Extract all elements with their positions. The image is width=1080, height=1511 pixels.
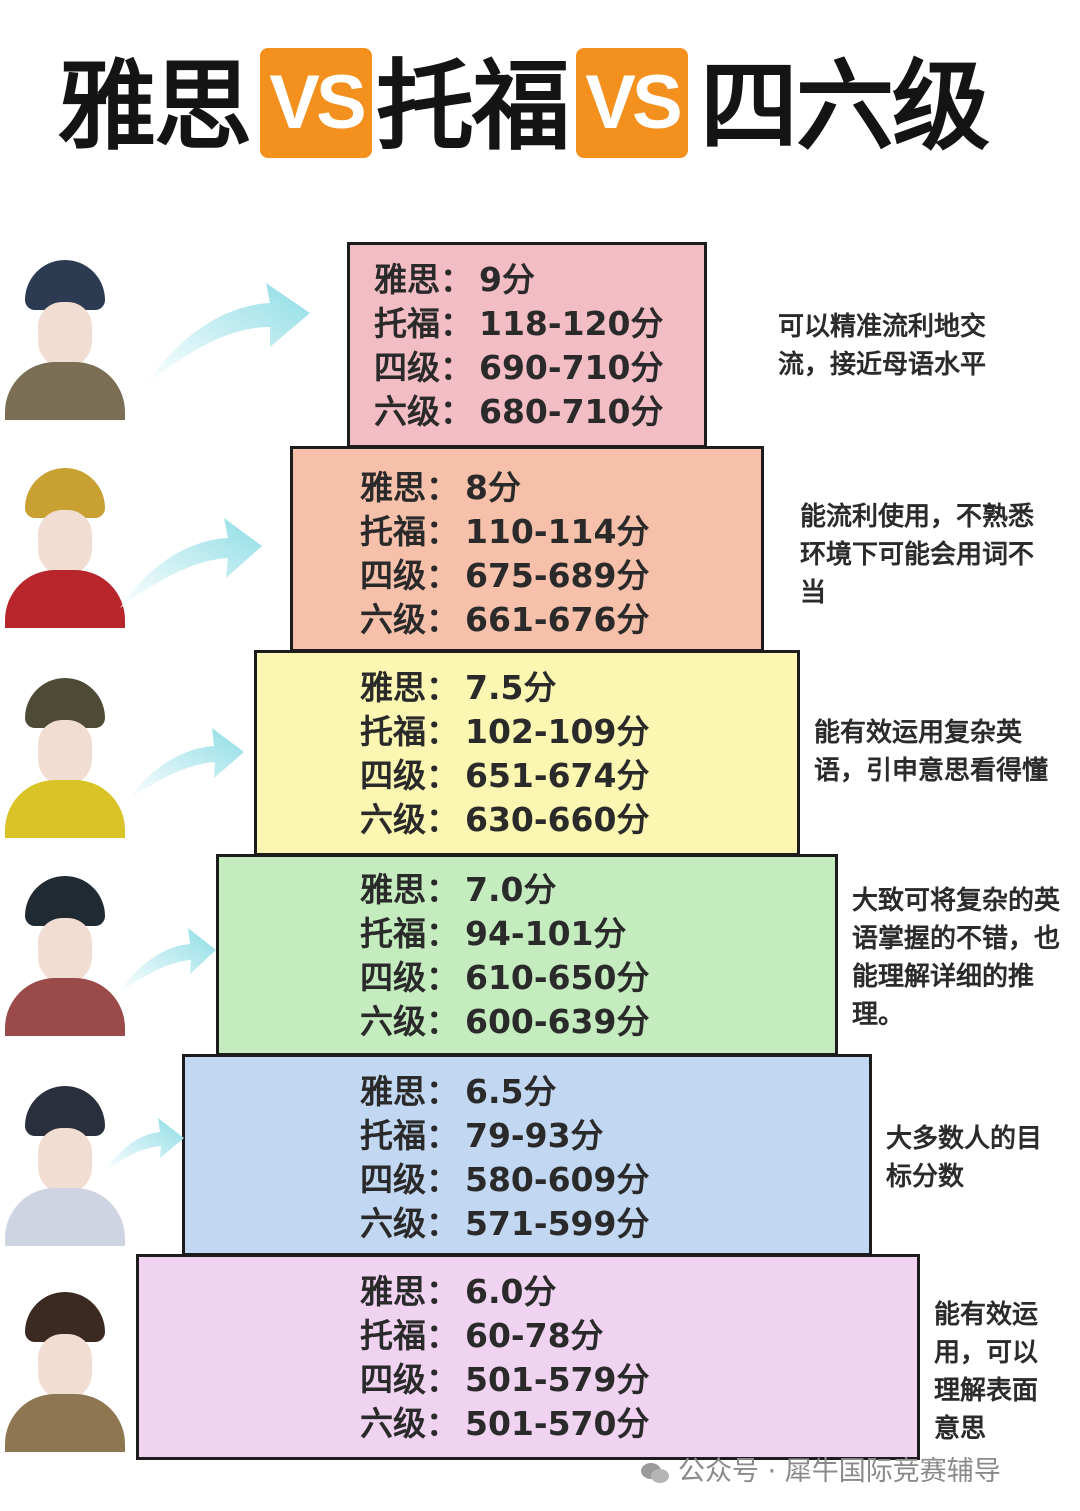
cet4-score: 四级：690-710分 [374,348,664,387]
tier-scores-5: 雅思：6.5分 托福：79-93分 四级：580-609分 六级：571-599… [360,1070,649,1246]
tier-description-6: 能有效运用，可以理解表面意思 [934,1300,1039,1444]
title-cet: 四六级 [700,50,990,164]
title-toefl: 托福 [376,50,570,164]
tier-box-2 [290,446,764,652]
ielts-score: 雅思：6.0分 [360,1272,557,1311]
cet4-score: 四级：610-650分 [360,958,650,997]
ielts-score: 雅思：7.5分 [360,668,557,707]
ielts-score: 雅思：8分 [360,468,521,507]
cet6-score: 六级：571-599分 [360,1204,650,1243]
toefl-score: 托福：110-114分 [360,512,650,551]
toefl-score: 托福：60-78分 [360,1316,604,1355]
tier-description-5: 大多数人的目标分数 [886,1124,1043,1192]
arrow-icon [120,518,262,608]
tier-scores-1: 雅思：9分 托福：118-120分 四级：690-710分 六级：680-710… [374,258,663,434]
arrow-icon [145,283,310,385]
title-ielts: 雅思 [58,50,252,164]
toefl-score: 托福：94-101分 [360,914,627,953]
arrow-icon [118,928,216,994]
portrait-image-3 [0,668,130,838]
tier-box-4 [216,854,838,1056]
cet6-score: 六级：600-639分 [360,1002,650,1041]
portrait-image-2 [0,458,130,628]
vs-badge: VS [260,48,372,158]
ielts-score: 雅思：7.0分 [360,870,557,909]
cet6-score: 六级：630-660分 [360,800,650,839]
tier-box-5 [182,1054,872,1256]
title-banner: 雅思 VS 托福 VS 四六级 [0,40,1080,170]
portrait-image-1 [0,250,130,420]
tier-scores-4: 雅思：7.0分 托福：94-101分 四级：610-650分 六级：600-63… [360,868,649,1044]
tier-box-1 [347,242,707,448]
watermark: 公众号 · 犀牛国际竞赛辅导 [640,1452,1001,1492]
tier-description-1: 可以精准流利地交流，接近母语水平 [778,312,987,380]
ielts-score: 雅思：9分 [374,260,535,299]
toefl-score: 托福：102-109分 [360,712,650,751]
ielts-score: 雅思：6.5分 [360,1072,557,1111]
tier-description-3: 能有效运用复杂英语，引申意思看得懂 [814,718,1049,786]
cet4-score: 四级：580-609分 [360,1160,650,1199]
tier-scores-3: 雅思：7.5分 托福：102-109分 四级：651-674分 六级：630-6… [360,666,649,842]
watermark-text: 公众号 · 犀牛国际竞赛辅导 [678,1456,1001,1487]
portrait-image-4 [0,866,130,1036]
vs-badge: VS [576,48,688,158]
tier-scores-6: 雅思：6.0分 托福：60-78分 四级：501-579分 六级：501-570… [360,1270,649,1446]
tier-description-4: 大致可将复杂的英语掌握的不错，也能理解详细的推理。 [852,886,1061,1030]
portrait-image-6 [0,1282,130,1452]
cet4-score: 四级：675-689分 [360,556,650,595]
tier-scores-2: 雅思：8分 托福：110-114分 四级：675-689分 六级：661-676… [360,466,649,642]
toefl-score: 托福：79-93分 [360,1116,604,1155]
cet4-score: 四级：651-674分 [360,756,650,795]
tier-box-6 [136,1254,920,1460]
tier-description-2: 能流利使用，不熟悉环境下可能会用词不当 [800,502,1035,608]
cet6-score: 六级：661-676分 [360,600,650,639]
cet4-score: 四级：501-579分 [360,1360,650,1399]
wechat-icon [641,1462,669,1483]
toefl-score: 托福：118-120分 [374,304,664,343]
cet6-score: 六级：680-710分 [374,392,664,431]
arrow-icon [104,1118,184,1172]
cet6-score: 六级：501-570分 [360,1404,650,1443]
portrait-image-5 [0,1076,130,1246]
arrow-icon [128,728,244,800]
